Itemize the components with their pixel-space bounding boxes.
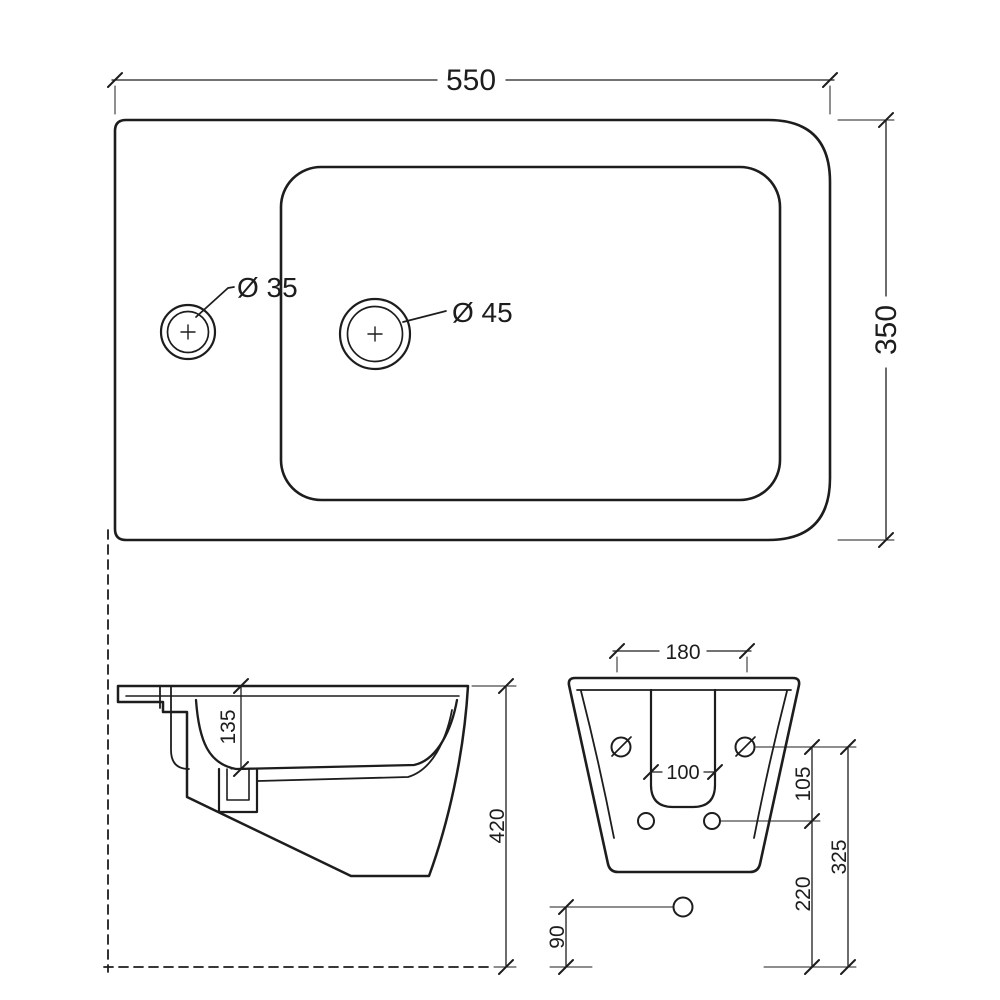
dim-220-label: 220 <box>792 876 815 911</box>
dim-100-ticks <box>643 764 723 780</box>
bolt-hole-ticks <box>611 736 756 757</box>
dim-550-label: 550 <box>446 64 496 97</box>
rear-extension-lines <box>549 746 857 968</box>
outlet-hole <box>672 896 694 918</box>
dim-350 <box>837 112 895 548</box>
rear-left-inner-wall <box>580 690 615 839</box>
hole-large-outer-circle <box>338 297 412 371</box>
hole-small-leader <box>195 286 235 318</box>
dim-135-extensions <box>230 685 252 770</box>
dimension-labels: 550 350 Ø 35 Ø 45 135 420 180 100 105 22… <box>217 64 903 949</box>
side-drain-box <box>217 767 259 814</box>
top-view-outer-outline <box>113 118 832 542</box>
dim-135 <box>230 678 252 777</box>
fixing-hole-left <box>637 812 655 830</box>
hole-large-leader <box>402 310 447 323</box>
rear-view <box>567 676 801 918</box>
dim-180-ticks <box>609 643 755 659</box>
dim-420-label: 420 <box>486 808 509 843</box>
hole-large-inner-circle <box>346 305 404 363</box>
rear-right-inner-wall <box>753 690 788 839</box>
dim-550-extensions <box>114 85 831 115</box>
dim-550 <box>107 72 838 115</box>
hole-small-outer-circle <box>159 303 217 361</box>
side-view <box>103 529 493 973</box>
side-drain-inner <box>226 768 250 801</box>
faucet-hole-large <box>338 297 447 371</box>
dim-350-extensions <box>837 119 895 541</box>
dim-350-label: 350 <box>870 305 903 355</box>
dim-550-ticks <box>107 72 838 88</box>
linework <box>103 72 895 975</box>
rear-center-channel <box>649 688 717 809</box>
fixing-hole-right <box>703 812 721 830</box>
side-profile-outline <box>116 684 470 878</box>
side-shell-inner-line <box>257 709 453 782</box>
dim-180-extensions <box>616 656 748 673</box>
dim-100 <box>643 764 723 780</box>
rear-outline <box>567 676 801 874</box>
hole-large-diameter-label: Ø 45 <box>452 297 513 328</box>
hole-small-diameter-label: Ø 35 <box>237 272 298 303</box>
hole-small-inner-circle <box>166 310 210 354</box>
dim-325-label: 325 <box>828 839 851 874</box>
dim-180 <box>609 643 755 673</box>
bolt-hole-left <box>610 736 632 758</box>
hole-large-crosshair <box>367 326 383 342</box>
faucet-hole-small <box>159 286 235 361</box>
side-fixing-hook <box>159 685 190 770</box>
bolt-hole-right <box>734 736 756 758</box>
dim-105-label: 105 <box>792 766 815 801</box>
dim-180-label: 180 <box>665 641 700 664</box>
top-view <box>113 118 832 542</box>
dim-90-label: 90 <box>546 925 569 948</box>
dim-135-label: 135 <box>217 709 240 744</box>
dim-420-extensions <box>471 685 517 968</box>
side-bowl-interior <box>194 698 459 771</box>
hole-small-crosshair <box>180 324 196 340</box>
dim-420 <box>471 678 517 975</box>
top-view-basin-outline <box>279 165 782 502</box>
dim-100-label: 100 <box>666 762 699 784</box>
